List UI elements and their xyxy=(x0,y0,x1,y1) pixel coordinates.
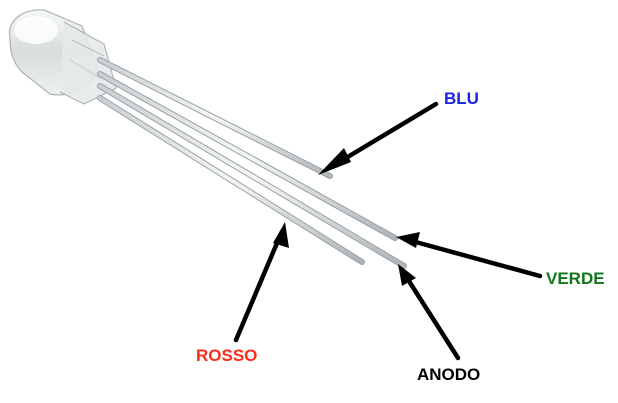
lead-green xyxy=(97,71,398,241)
arrow-green xyxy=(396,232,543,279)
lead-blue xyxy=(97,57,333,179)
arrow-red xyxy=(233,222,289,343)
arrow-anode xyxy=(398,264,461,361)
lead-red xyxy=(97,95,365,265)
led-body xyxy=(8,9,117,105)
label-red-pin: ROSSO xyxy=(196,346,258,365)
arrow-blue xyxy=(318,101,439,175)
label-green-pin: VERDE xyxy=(546,269,605,288)
led-leads xyxy=(97,57,407,269)
arrow-icon xyxy=(233,101,543,361)
lead-anode xyxy=(97,83,407,269)
label-blue-pin: BLU xyxy=(444,89,479,108)
label-anode-pin: ANODO xyxy=(417,365,481,384)
